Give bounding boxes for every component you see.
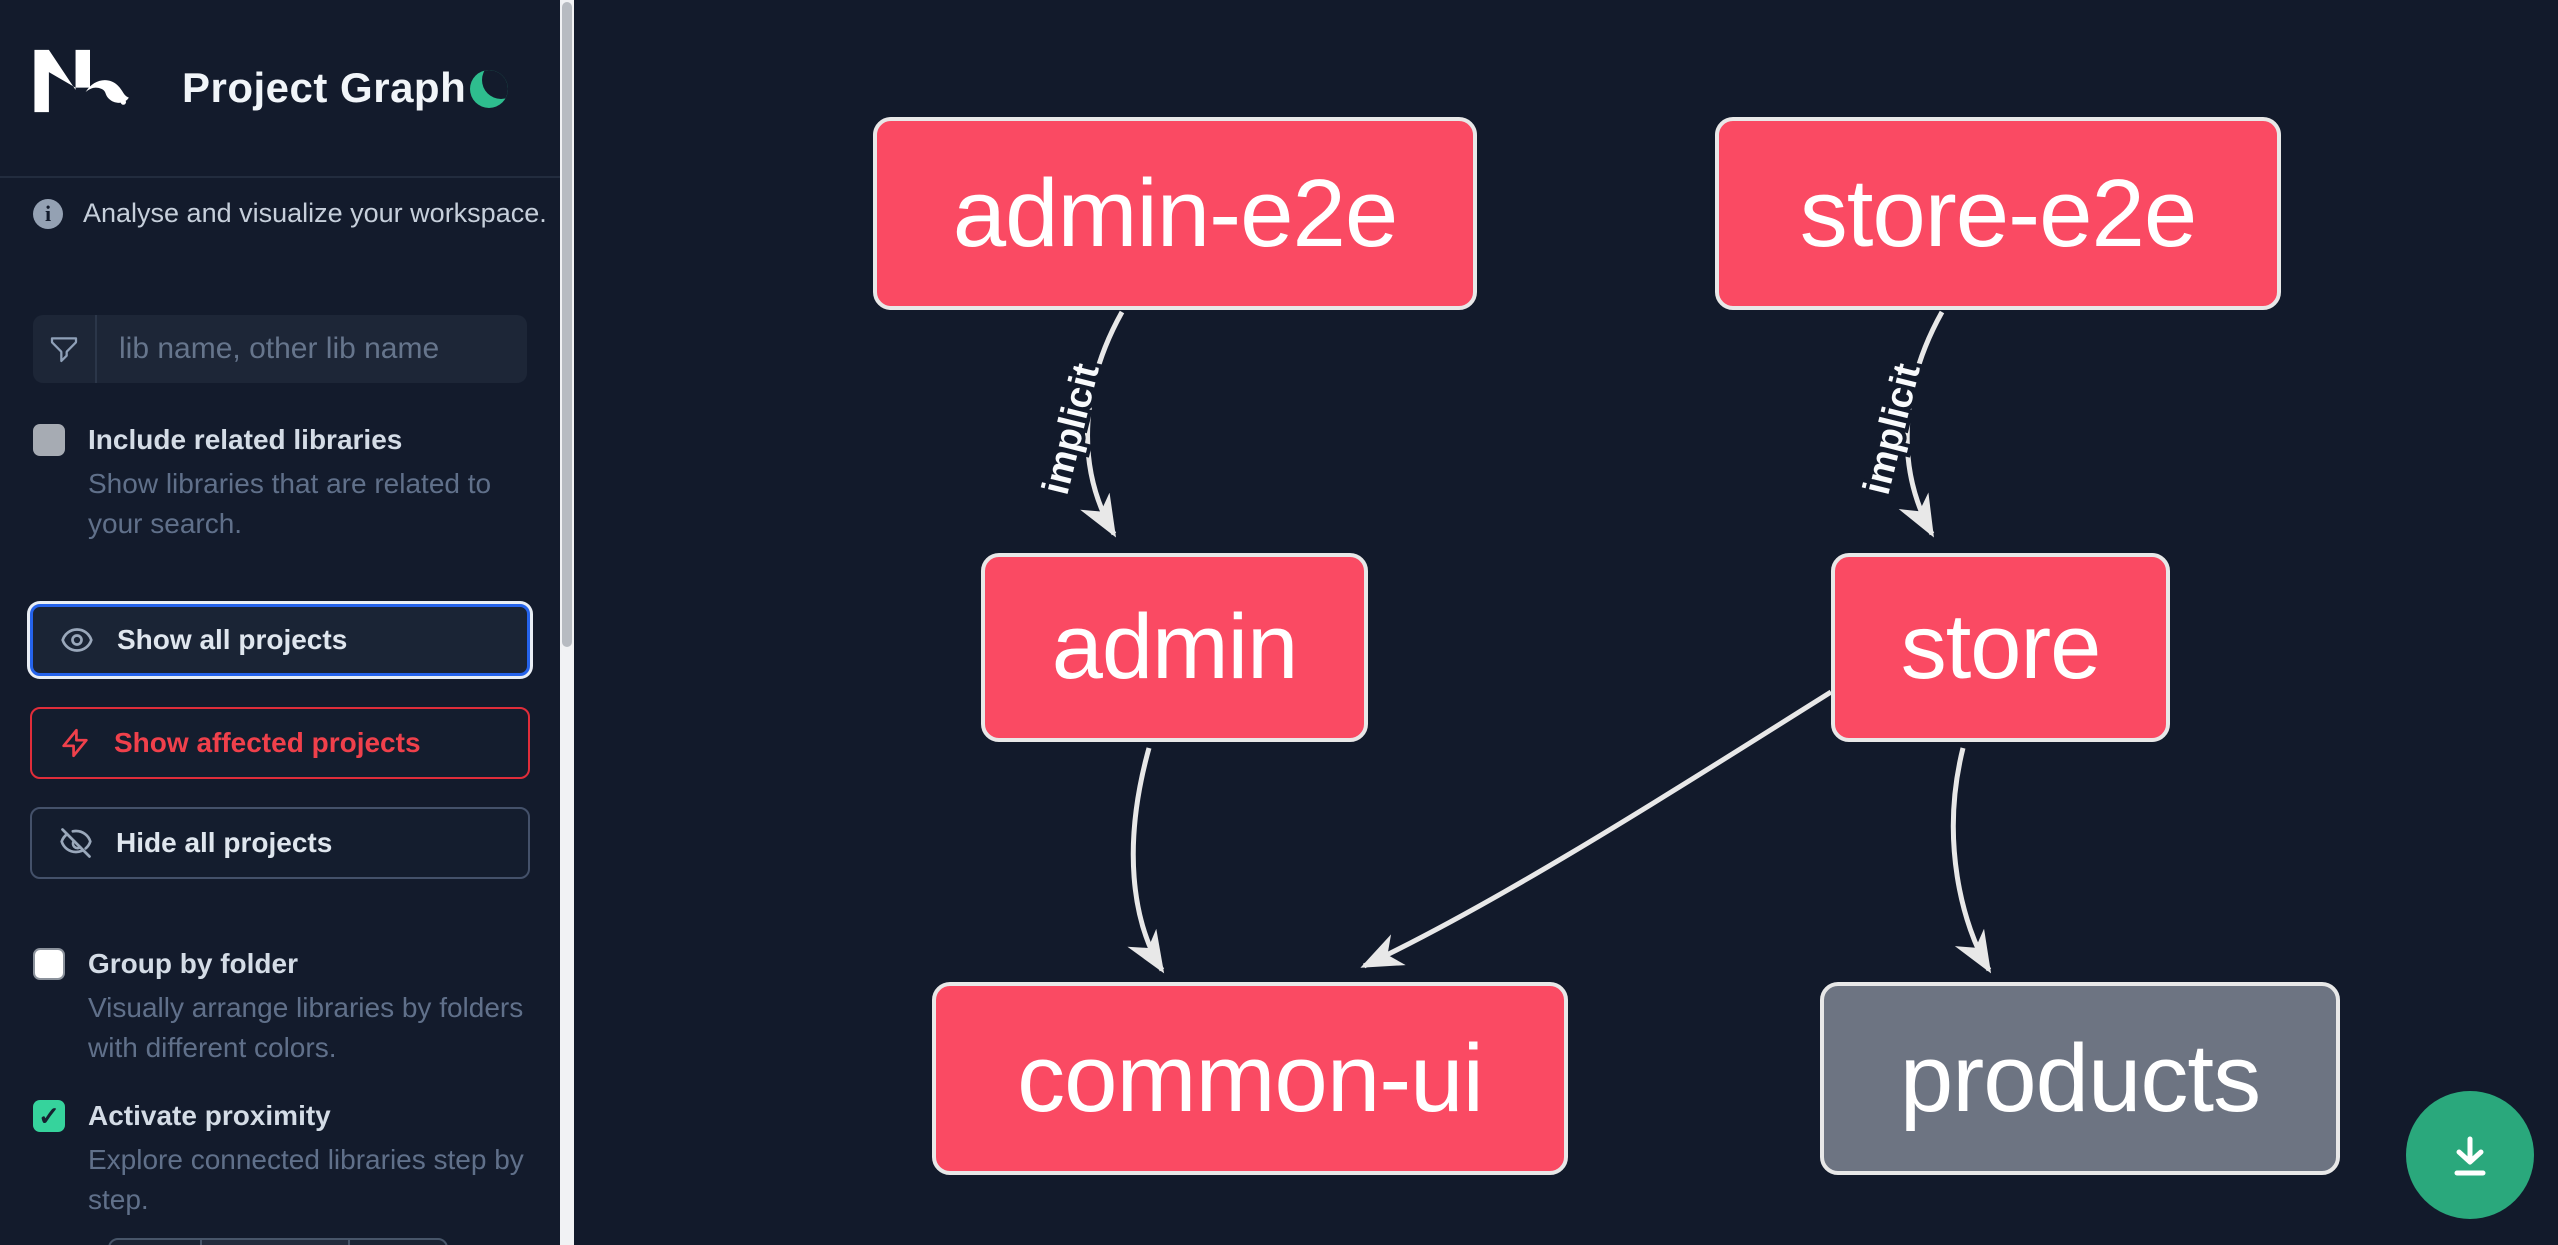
page-title: Project Graph [182,64,467,111]
option-description: Explore connected libraries step by step… [88,1144,524,1215]
edge-store-to-products [1950,747,1992,974]
eye-icon [61,628,93,652]
hide-all-projects-button[interactable]: Hide all projects [30,807,530,879]
graph-canvas[interactable]: implicit implicit admin-e2e store-e2e ad… [574,0,2558,1245]
option-label: Group by folder [88,948,298,979]
option-label: Activate proximity [88,1100,331,1131]
edge-store-to-common-ui [1360,689,1833,969]
graph-node-common-ui[interactable]: common-ui [932,982,1568,1175]
search-bar [33,315,527,383]
include-related-checkbox[interactable] [33,424,65,456]
edge-label-implicit: implicit [1856,359,1929,499]
group-by-folder-checkbox[interactable] [33,948,65,980]
eye-off-icon [60,828,92,858]
sidebar-scrollbar-thumb[interactable] [562,2,572,647]
activate-proximity-checkbox[interactable]: ✓ [33,1100,65,1132]
download-icon [2454,1136,2486,1176]
option-description: Visually arrange libraries by folders wi… [88,992,524,1063]
info-icon: i [33,198,63,229]
search-input[interactable] [97,315,527,383]
checkmark-icon: ✓ [38,1100,60,1131]
show-affected-projects-label: Show affected projects [114,727,421,758]
graph-node-store[interactable]: store [1831,553,2170,742]
option-activate-proximity: ✓ Activate proximity Explore connected l… [33,1098,533,1220]
stepper-value [202,1238,348,1245]
theme-toggle-moon-icon[interactable] [470,70,508,108]
download-graph-button[interactable] [2406,1091,2534,1219]
option-include-related: Include related libraries Show libraries… [33,422,533,544]
graph-node-admin[interactable]: admin [981,553,1368,742]
workspace-info: i Analyse and visualize your workspace. [33,198,547,229]
edge-admin-to-common-ui [1127,747,1165,974]
sidebar-scrollbar-track [560,0,574,1245]
info-text: Analyse and visualize your workspace. [83,198,547,228]
lightning-bolt-icon [62,728,88,758]
filter-funnel-icon [33,315,97,383]
hide-all-projects-label: Hide all projects [116,827,333,858]
graph-node-store-e2e[interactable]: store-e2e [1715,117,2281,310]
edge-label-implicit: implicit [1035,359,1108,499]
sidebar-header: Project Graph [0,0,560,178]
nx-logo [34,49,129,113]
sidebar: Project Graph i Analyse and visualize yo… [0,0,560,1245]
graph-edges: implicit implicit [1031,310,1992,974]
option-label: Include related libraries [88,424,403,455]
graph-node-admin-e2e[interactable]: admin-e2e [873,117,1477,310]
graph-node-products[interactable]: products [1820,982,2340,1175]
option-group-by-folder: Group by folder Visually arrange librari… [33,946,533,1068]
show-all-projects-label: Show all projects [117,624,348,655]
show-all-projects-button[interactable]: Show all projects [30,604,530,676]
option-description: Show libraries that are related to your … [88,468,492,539]
proximity-stepper [108,1238,448,1245]
stepper-decrement-button[interactable] [108,1238,202,1245]
edge-store-e2e-to-store [1898,310,1945,538]
edge-admin-e2e-to-admin [1080,310,1125,538]
show-affected-projects-button[interactable]: Show affected projects [30,707,530,779]
stepper-increment-button[interactable] [348,1238,448,1245]
